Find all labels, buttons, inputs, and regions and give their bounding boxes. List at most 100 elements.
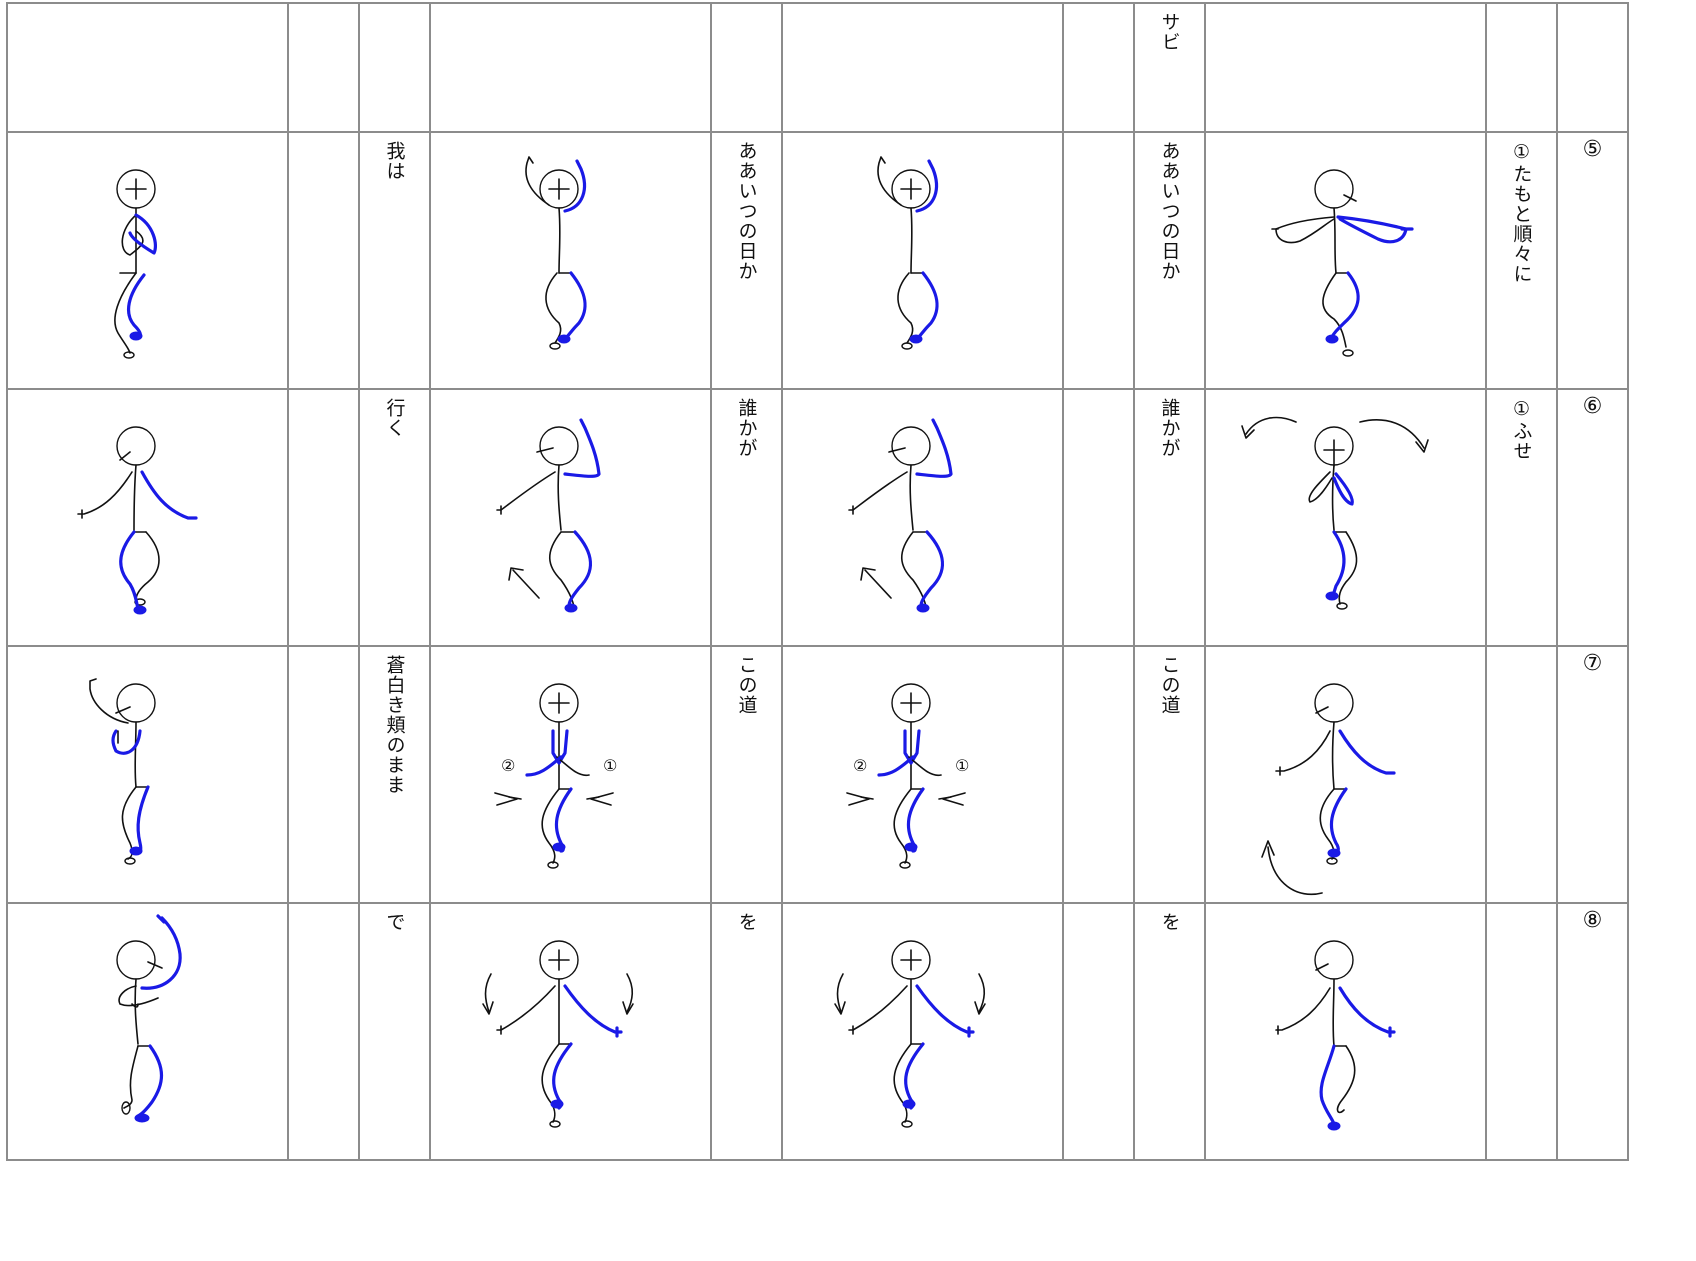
lyric-text: 誰かが: [735, 398, 758, 458]
lyric-cell: 蒼白き頬のまま: [358, 645, 431, 904]
figure-cell: [1204, 902, 1487, 1161]
table-row: 蒼白き頬のまま ① ② この道: [6, 645, 1629, 904]
figure-cell: [1204, 131, 1487, 390]
lyric-cell: で: [358, 902, 431, 1161]
figure-cell: [6, 388, 289, 647]
figure-cell: [781, 131, 1064, 390]
lyric-text: この道: [735, 655, 758, 715]
count-cell: ⑥: [1556, 388, 1629, 647]
header-cell: サビ: [1133, 2, 1206, 133]
stick-figure: [525, 156, 587, 350]
lyric-cell: この道: [710, 645, 783, 904]
stick-figure: ① ②: [846, 683, 969, 869]
note-text: ①ふせ: [1510, 398, 1533, 461]
notation-table: サビ 我は: [6, 2, 1629, 1161]
lyric-cell: ああいつの日か: [1133, 131, 1206, 390]
header-cell: [1556, 2, 1629, 133]
header-cell: [1062, 2, 1135, 133]
stick-figure: [114, 169, 158, 359]
header-cell: [710, 2, 783, 133]
table-row: 行く 誰かが: [6, 388, 1629, 647]
header-cell: [6, 2, 289, 133]
lyric-text: ああいつの日か: [735, 141, 758, 281]
blank-cell: [1062, 902, 1135, 1161]
blank-cell: [287, 131, 360, 390]
stick-figure: [496, 418, 601, 613]
lyric-text: を: [1158, 912, 1181, 932]
header-cell: [287, 2, 360, 133]
blank-cell: [1062, 645, 1135, 904]
header-cell: [358, 2, 431, 133]
lyric-text: で: [383, 912, 406, 932]
figure-cell: [429, 902, 712, 1161]
step-mark-second: ②: [501, 756, 515, 775]
figure-cell: [6, 131, 289, 390]
lyric-text: ああいつの日か: [1158, 141, 1181, 281]
header-row: サビ: [6, 2, 1629, 133]
stick-figure: ① ②: [494, 683, 617, 869]
table-row: で を: [6, 902, 1629, 1161]
lyric-cell: 誰かが: [1133, 388, 1206, 647]
lyric-text: 行く: [383, 398, 406, 438]
blank-cell: [287, 388, 360, 647]
count-cell: ⑧: [1556, 902, 1629, 1161]
blank-cell: [287, 902, 360, 1161]
count-cell: ⑦: [1556, 645, 1629, 904]
stick-figure: [834, 940, 986, 1128]
header-cell: [1485, 2, 1558, 133]
stick-figure: [1261, 683, 1396, 895]
blank-cell: [287, 645, 360, 904]
sabi-label: サビ: [1158, 12, 1181, 52]
lyric-cell: 誰かが: [710, 388, 783, 647]
lyric-cell: この道: [1133, 645, 1206, 904]
lyric-cell: 行く: [358, 388, 431, 647]
count-number: ⑥: [1582, 394, 1603, 419]
count-cell: ⑤: [1556, 131, 1629, 390]
count-number: ⑤: [1582, 137, 1603, 162]
lyric-text: 誰かが: [1158, 398, 1181, 458]
stick-figure: [482, 940, 634, 1128]
note-cell: [1485, 645, 1558, 904]
lyric-cell: ああいつの日か: [710, 131, 783, 390]
table-row: 我は ああいつの日か: [6, 131, 1629, 390]
figure-cell: [429, 131, 712, 390]
blank-cell: [1062, 131, 1135, 390]
step-mark-first: ①: [603, 756, 617, 775]
header-cell: [1204, 2, 1487, 133]
figure-cell: [6, 902, 289, 1161]
figure-cell: [6, 645, 289, 904]
stick-figure: [877, 156, 939, 350]
stick-figure: [1275, 940, 1396, 1131]
figure-cell: ① ②: [429, 645, 712, 904]
lyric-cell: を: [1133, 902, 1206, 1161]
figure-cell: [1204, 645, 1487, 904]
note-cell: [1485, 902, 1558, 1161]
step-mark-second: ②: [853, 756, 867, 775]
stick-figure: [89, 678, 156, 865]
lyric-text: 我は: [383, 141, 406, 181]
lyric-cell: 我は: [358, 131, 431, 390]
count-number: ⑧: [1582, 908, 1603, 933]
header-cell: [781, 2, 1064, 133]
figure-cell: [429, 388, 712, 647]
figure-cell: [781, 902, 1064, 1161]
lyric-text: 蒼白き頬のまま: [383, 655, 406, 795]
stick-figure: [848, 418, 953, 613]
step-mark-first: ①: [955, 756, 969, 775]
blank-cell: [1062, 388, 1135, 647]
stick-figure: [1271, 169, 1414, 357]
header-cell: [429, 2, 712, 133]
figure-cell: [1204, 388, 1487, 647]
count-number: ⑦: [1582, 651, 1603, 676]
note-cell: ①ふせ: [1485, 388, 1558, 647]
lyric-text: を: [735, 912, 758, 932]
lyric-text: この道: [1158, 655, 1181, 715]
note-text: ①たもと順々に: [1510, 141, 1533, 284]
figure-cell: ① ②: [781, 645, 1064, 904]
stick-figure: [116, 914, 182, 1123]
stick-figure: [77, 426, 198, 615]
lyric-cell: を: [710, 902, 783, 1161]
figure-cell: [781, 388, 1064, 647]
note-cell: ①たもと順々に: [1485, 131, 1558, 390]
